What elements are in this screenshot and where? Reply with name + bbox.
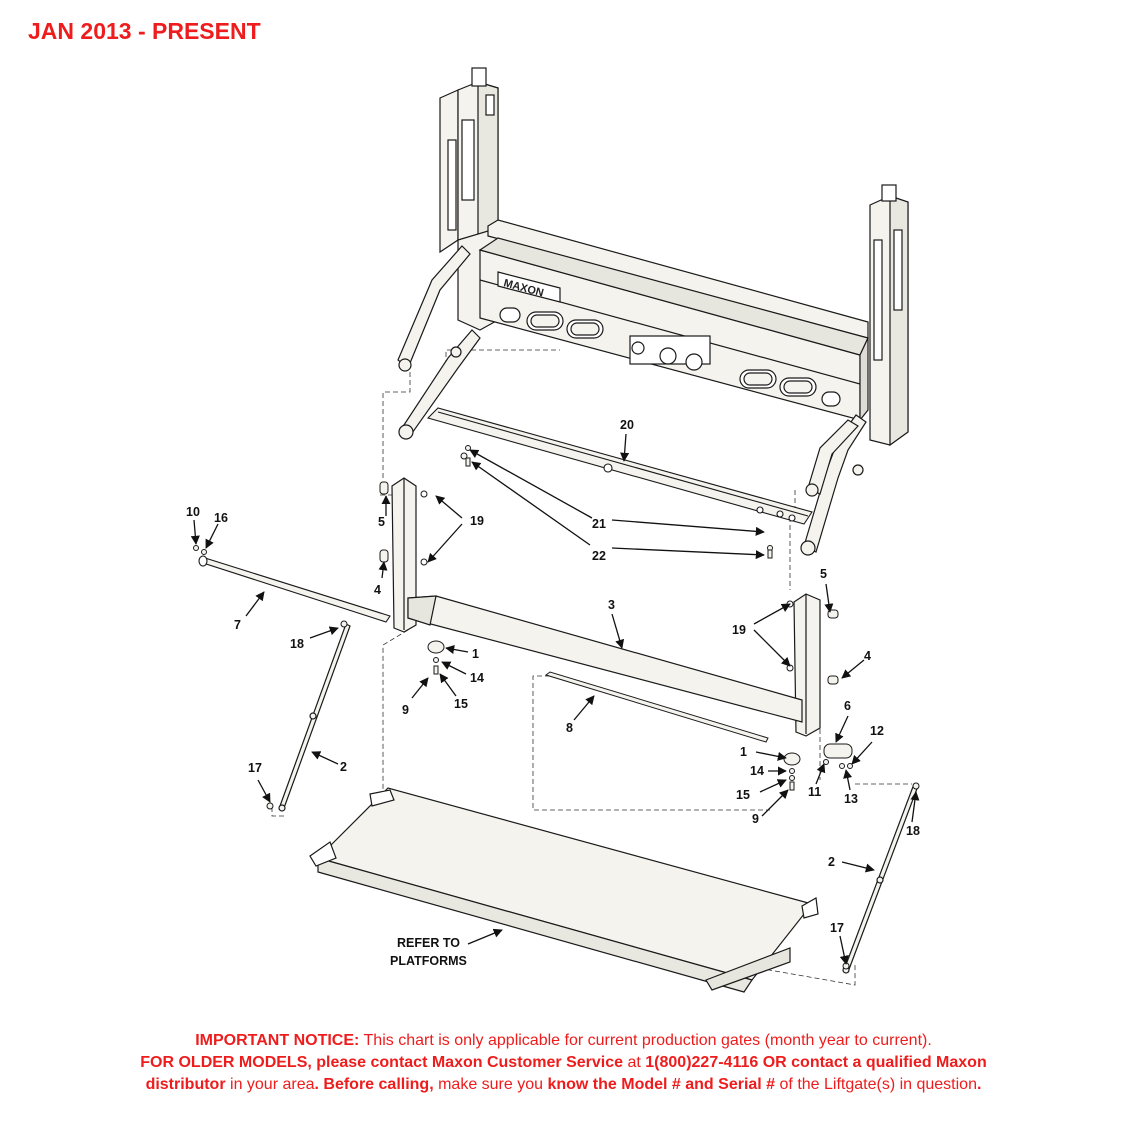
part-2-struts (278, 623, 919, 974)
callout-6: 6 (844, 699, 851, 713)
callout-20: 20 (620, 418, 634, 432)
callout-1-right: 1 (740, 745, 747, 759)
part-3-bar (407, 595, 803, 723)
callout-11: 11 (808, 785, 821, 799)
page-title: JAN 2013 - PRESENT (28, 18, 261, 44)
callout-2-left: 2 (340, 760, 347, 774)
callout-17-right: 17 (830, 921, 844, 935)
callout-1-left: 1 (472, 647, 479, 661)
callout-7: 7 (234, 618, 241, 632)
leader-lines (190, 433, 920, 965)
hardware (193, 445, 920, 970)
part-20-bar (426, 407, 813, 525)
callout-13: 13 (844, 792, 858, 806)
main-frame (439, 67, 909, 447)
callout-16: 16 (214, 511, 228, 525)
callout-2-right: 2 (828, 855, 835, 869)
callout-19: 19 (470, 514, 484, 528)
callout-12: 12 (870, 724, 884, 738)
callout-22: 22 (592, 549, 606, 563)
callout-19-right: 19 (732, 623, 746, 637)
notice-line-2: FOR OLDER MODELS, please contact Maxon C… (140, 1054, 987, 1071)
platform (309, 787, 819, 993)
part-7-tube (198, 555, 391, 623)
notice-line-1: IMPORTANT NOTICE: This chart is only app… (195, 1032, 932, 1049)
callout-4-right: 4 (864, 649, 871, 663)
callout-4-left: 4 (374, 583, 381, 597)
callout-14-right: 14 (750, 764, 764, 778)
callout-21: 21 (592, 517, 606, 531)
callout-5-left: 5 (378, 515, 385, 529)
callout-18-left: 18 (290, 637, 304, 651)
part-8-rod (544, 671, 769, 743)
callout-3: 3 (608, 598, 615, 612)
platforms-label: PLATFORMS (390, 954, 467, 968)
callout-17-left: 17 (248, 761, 262, 775)
important-notice: IMPORTANT NOTICE: This chart is only app… (20, 1030, 1107, 1096)
notice-line-3: distributor in your area. Before calling… (145, 1076, 982, 1093)
callout-numbers: 20 19 21 22 10 16 5 4 7 18 3 1 14 9 15 8… (186, 418, 920, 935)
callout-15-left: 15 (454, 697, 468, 711)
callout-5-right: 5 (820, 567, 827, 581)
callout-14-left: 14 (470, 671, 484, 685)
callout-18-right: 18 (906, 824, 920, 838)
lift-arms (397, 245, 867, 556)
callout-9-right: 9 (752, 812, 759, 826)
callout-10: 10 (186, 505, 200, 519)
callout-15-right: 15 (736, 788, 750, 802)
callout-9-left: 9 (402, 703, 409, 717)
refer-to-label: REFER TO (397, 936, 460, 950)
callout-8: 8 (566, 721, 573, 735)
